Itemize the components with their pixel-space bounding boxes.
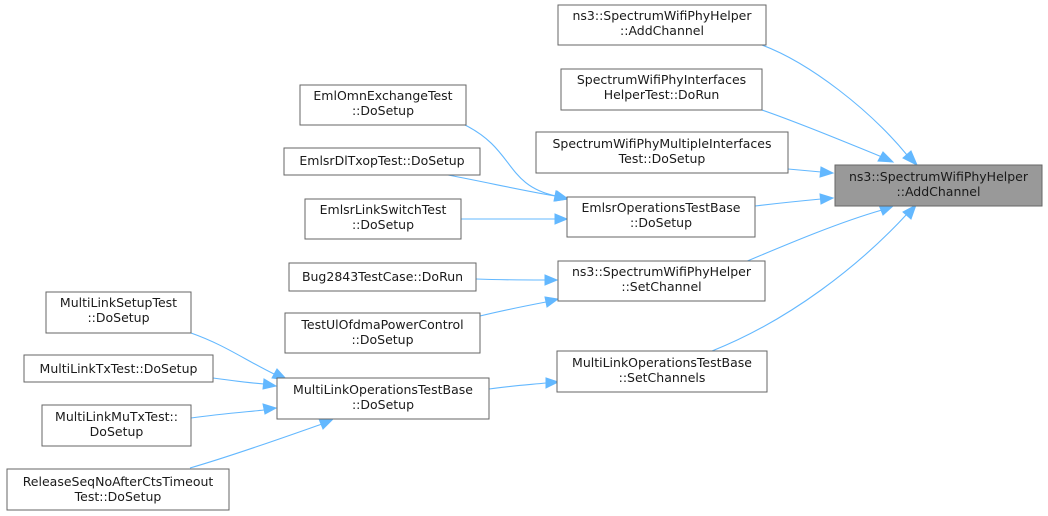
node-label-line2: HelperTest::DoRun [604,87,720,102]
node-label-line1: TestUlOfdmaPowerControl [300,317,463,332]
edge-ml-setchannels-to-focus [711,203,917,352]
edge-ml-mu-tx-to-ml-dosetup [190,403,278,419]
node-emlsr-dl[interactable]: EmlsrDlTxopTest::DoSetup [283,147,481,176]
node-label-line1: SpectrumWifiPhyInterfaces [577,72,746,87]
node-release-seq[interactable]: ReleaseSeqNoAfterCtsTimeout Test::DoSetu… [6,468,230,511]
node-label-line2: ::DoSetup [351,332,413,347]
node-label-line1: EmlsrLinkSwitchTest [320,202,447,217]
edge-interfaces-helper-to-focus [761,109,895,163]
node-label-line2: Test::DoSetup [618,151,706,166]
edge-emlsr-link-switch-to-emlsr-ops [460,213,569,225]
node-label-line1: ns3::SpectrumWifiPhyHelper [573,8,753,23]
node-label-line1: SpectrumWifiPhyMultipleInterfaces [553,136,772,151]
node-focus-add-channel[interactable]: ns3::SpectrumWifiPhyHelper ::AddChannel [834,164,1043,207]
node-label-line1: MultiLinkOperationsTestBase [572,355,752,370]
edge-emlsr-dl-to-emlsr-ops [447,174,569,202]
node-emlsr-link-switch[interactable]: EmlsrLinkSwitchTest ::DoSetup [304,198,462,240]
edge-release-seq-to-ml-dosetup [189,418,335,469]
node-label-line1: ns3::SpectrumWifiPhyHelper [849,169,1029,184]
node-interfaces-helper[interactable]: SpectrumWifiPhyInterfaces HelperTest::Do… [560,68,763,111]
node-ml-ops-setchannels[interactable]: MultiLinkOperationsTestBase ::SetChannel… [556,350,768,393]
edge-emlsr-ops-to-focus [754,193,835,207]
node-label-line2: ::DoSetup [352,397,414,412]
node-label-line2: DoSetup [90,424,144,439]
node-emlsr-ops[interactable]: EmlsrOperationsTestBase ::DoSetup [566,196,756,238]
node-label-line2: ::AddChannel [620,23,704,38]
node-ul-ofdma[interactable]: TestUlOfdmaPowerControl ::DoSetup [284,312,481,354]
edge-multiple-interfaces-to-focus [787,166,835,178]
node-label-line2: ::SetChannels [619,370,706,385]
node-label-line1: EmlsrOperationsTestBase [582,200,741,215]
edge-add-channel-top-to-focus [761,44,918,167]
edge-ml-dosetup-to-setchannels [488,377,560,390]
node-label-line2: ::AddChannel [897,184,981,199]
edge-ul-ofdma-to-set-channel [479,296,560,317]
node-label-line2: ::DoSetup [352,103,414,118]
node-label-line1: EmlsrDlTxopTest::DoSetup [299,153,464,168]
node-set-channel[interactable]: ns3::SpectrumWifiPhyHelper ::SetChannel [557,260,766,302]
node-label-line1: Bug2843TestCase::DoRun [302,269,463,284]
node-label-line2: ::SetChannel [621,279,701,294]
node-label-line1: MultiLinkSetupTest [60,295,177,310]
node-label-line1: EmlOmnExchangeTest [313,88,452,103]
node-label-line2: ::DoSetup [87,310,149,325]
edge-ml-tx-to-ml-dosetup [212,377,278,390]
edge-set-channel-to-focus [744,204,895,263]
node-label-line2: Test::DoSetup [74,489,162,504]
node-label-line2: ::DoSetup [630,215,692,230]
edge-bug2843-to-set-channel [475,274,559,286]
node-ml-mu-tx[interactable]: MultiLinkMuTxTest:: DoSetup [41,404,192,447]
node-label-line1: MultiLinkTxTest::DoSetup [40,361,198,376]
node-ml-ops-dosetup[interactable]: MultiLinkOperationsTestBase ::DoSetup [276,377,490,420]
node-label-line1: ReleaseSeqNoAfterCtsTimeout [23,474,214,489]
node-label-line1: MultiLinkMuTxTest:: [55,409,178,424]
node-ml-setup[interactable]: MultiLinkSetupTest ::DoSetup [45,291,192,334]
node-label-line2: ::DoSetup [352,217,414,232]
node-eml-omn[interactable]: EmlOmnExchangeTest ::DoSetup [299,84,467,126]
node-label-line1: MultiLinkOperationsTestBase [293,382,473,397]
node-add-channel-top[interactable]: ns3::SpectrumWifiPhyHelper ::AddChannel [557,4,767,46]
node-ml-tx[interactable]: MultiLinkTxTest::DoSetup [23,354,214,383]
node-bug2843[interactable]: Bug2843TestCase::DoRun [288,262,477,292]
node-multiple-interfaces[interactable]: SpectrumWifiPhyMultipleInterfaces Test::… [535,131,789,174]
node-label-line1: ns3::SpectrumWifiPhyHelper [572,264,752,279]
